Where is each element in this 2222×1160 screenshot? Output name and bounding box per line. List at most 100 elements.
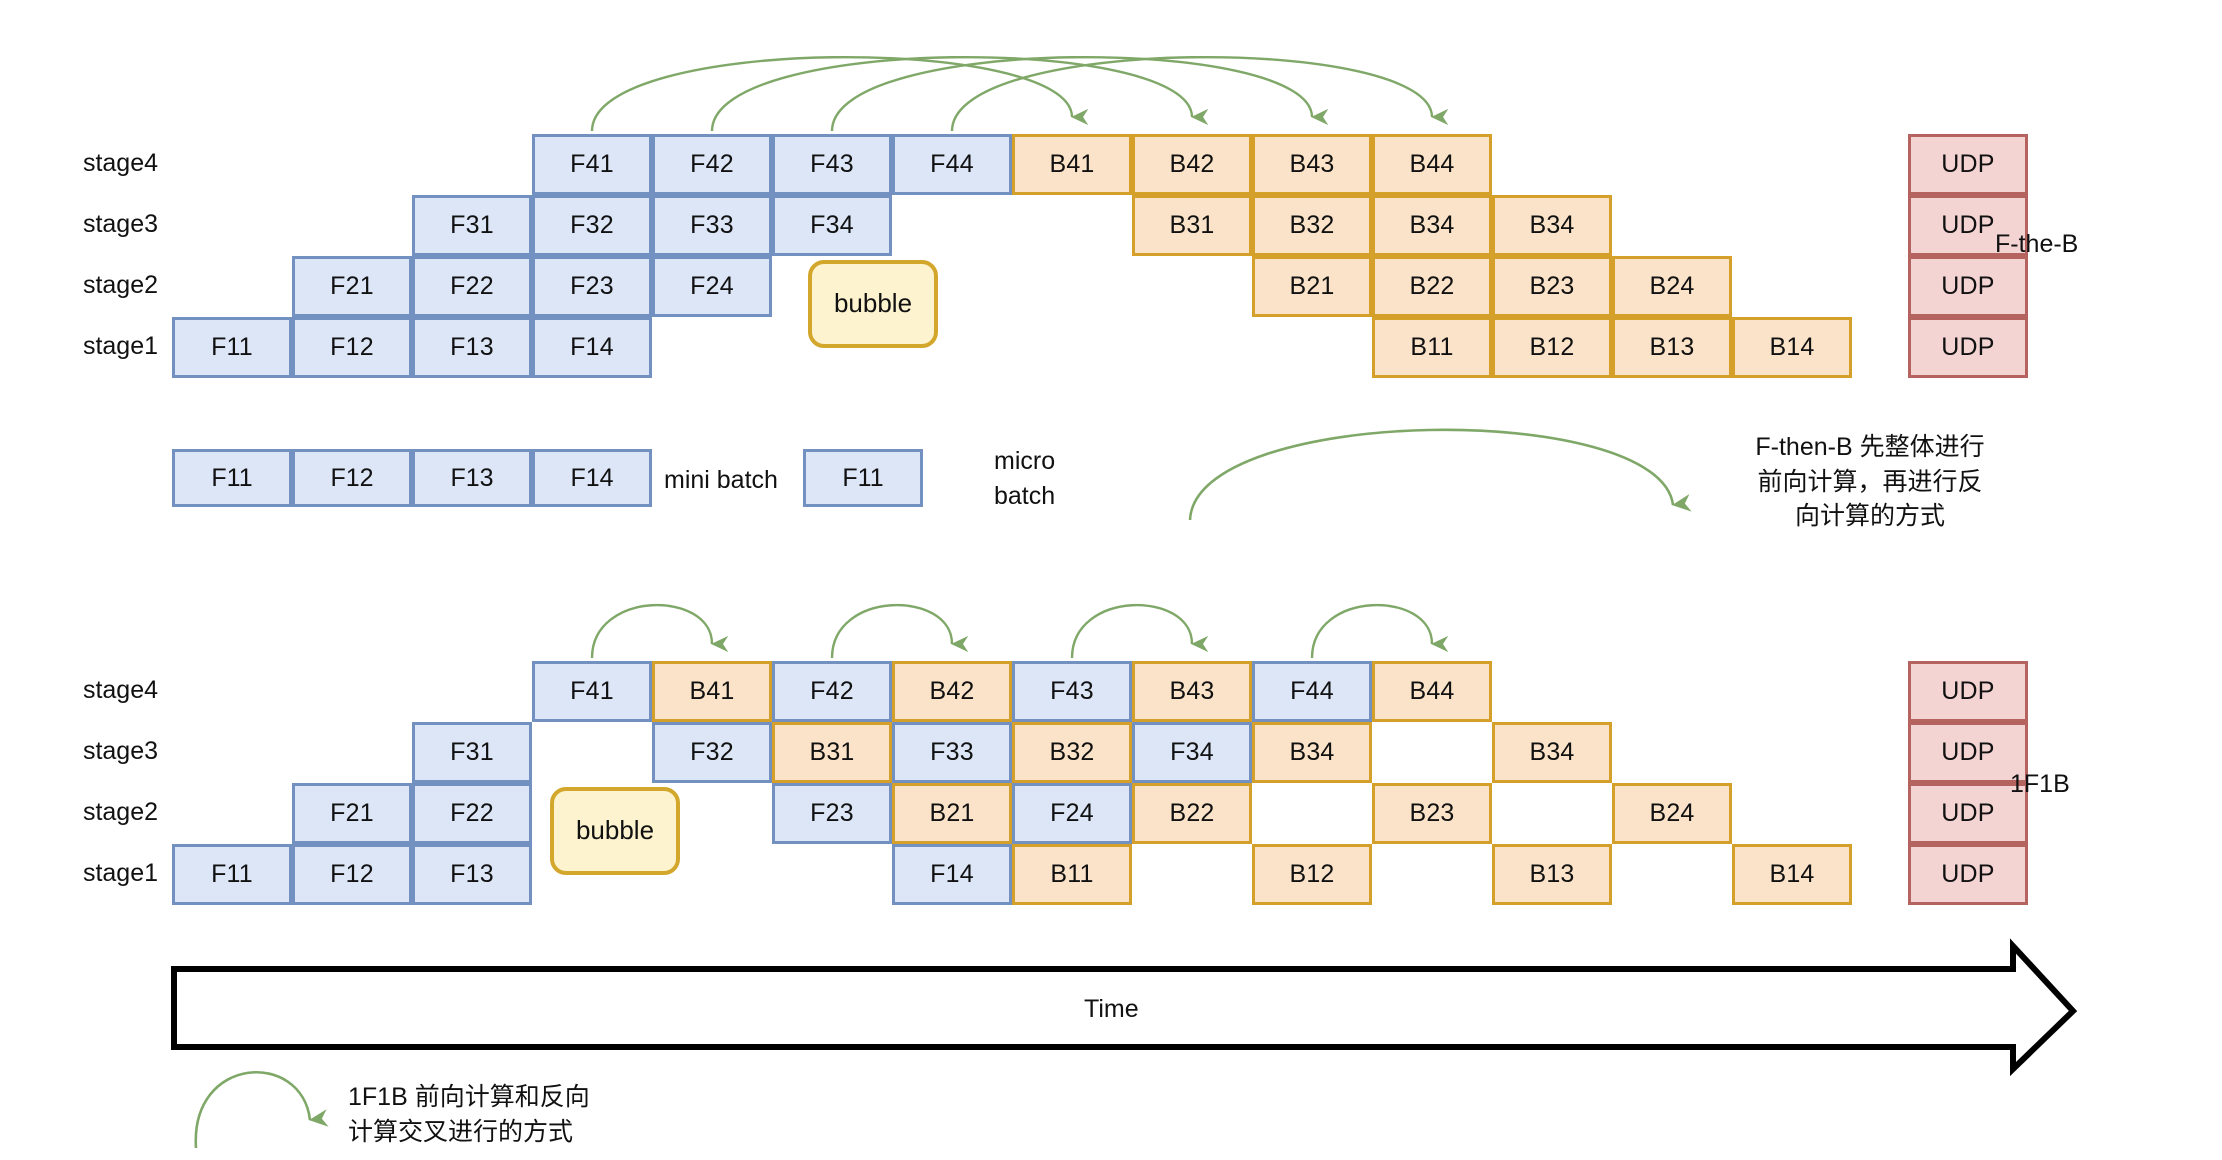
cell-label: F14 <box>570 463 614 492</box>
cell-label: B24 <box>1649 272 1695 300</box>
onefoneb-cell-b21: B21 <box>892 783 1012 844</box>
ftb-cell-f11: F11 <box>172 317 292 378</box>
cell-label: F34 <box>1170 738 1214 766</box>
cell-label: F24 <box>690 272 734 300</box>
cell-label: B34 <box>1529 211 1575 239</box>
ftb-cell-b14: B14 <box>1732 317 1852 378</box>
ftb-cell-f23: F23 <box>532 256 652 317</box>
onefoneb-udp-cell: UDP <box>1908 661 2028 722</box>
cell-label: B44 <box>1409 677 1455 705</box>
onefoneb-arc <box>830 604 969 659</box>
onefoneb-stage-label-stage1: stage1 <box>82 858 158 887</box>
micro-batch-label: micro batch <box>994 447 1056 510</box>
onefoneb-cell-b22: B22 <box>1132 783 1252 844</box>
ftb-cell-f22: F22 <box>412 256 532 317</box>
micro-batch-cell-label: F11 <box>842 463 884 492</box>
mini-batch-cell-f14: F14 <box>532 449 652 507</box>
onefoneb-cell-b32: B32 <box>1012 722 1132 783</box>
ftb-cell-f32: F32 <box>532 195 652 256</box>
cell-label: B23 <box>1529 272 1575 300</box>
ftb-cell-b42: B42 <box>1132 134 1252 195</box>
ftb-cell-b44: B44 <box>1372 134 1492 195</box>
cell-label: B14 <box>1769 333 1815 361</box>
ftb-cell-b11: B11 <box>1372 317 1492 378</box>
ftb-cell-f21: F21 <box>292 256 412 317</box>
cell-label: F33 <box>690 211 734 239</box>
cell-label: B34 <box>1409 211 1455 239</box>
cell-label: B22 <box>1409 272 1455 300</box>
ftb-cell-f43: F43 <box>772 134 892 195</box>
onefoneb-stage-label-stage2: stage2 <box>82 797 158 826</box>
ftb-cell-f42: F42 <box>652 134 772 195</box>
f-then-b-annotation-text: F-then-B 先整体进行 前向计算，再进行反 向计算的方式 <box>1755 433 1985 530</box>
udp-label: UDP <box>1941 677 1995 705</box>
ftb-stage-label-stage3: stage3 <box>82 209 158 238</box>
cell-label: F32 <box>690 738 734 766</box>
onefoneb-udp-cell: UDP <box>1908 722 2028 783</box>
ftb-cell-f12: F12 <box>292 317 412 378</box>
cell-label: F43 <box>1050 677 1094 705</box>
onefoneb-schedule-title: 1F1B <box>2010 770 2070 798</box>
mini-batch-cell-f11: F11 <box>172 449 292 507</box>
onefoneb-cell-f41: F41 <box>532 661 652 722</box>
ftb-cell-f44: F44 <box>892 134 1012 195</box>
onefoneb-cell-f44: F44 <box>1252 661 1372 722</box>
cell-label: F14 <box>570 333 614 361</box>
cell-label: F24 <box>1050 799 1094 827</box>
ftb-cell-b43: B43 <box>1252 134 1372 195</box>
onefoneb-cell-b41: B41 <box>652 661 772 722</box>
onefoneb-stage-label-stage3: stage3 <box>82 736 158 765</box>
micro-batch-cell: F11 <box>803 449 923 507</box>
onefoneb-cell-f12: F12 <box>292 844 412 905</box>
ftb-stage-label-stage4: stage4 <box>82 148 158 177</box>
cell-label: B42 <box>929 677 975 705</box>
ftb-cell-f13: F13 <box>412 317 532 378</box>
onefoneb-cell-b42: B42 <box>892 661 1012 722</box>
udp-label: UDP <box>1941 211 1995 239</box>
ftb-cell-f14: F14 <box>532 317 652 378</box>
cell-label: B24 <box>1649 799 1695 827</box>
onefoneb-cell-f11: F11 <box>172 844 292 905</box>
bubble-label: bubble <box>575 815 655 845</box>
ftb-arc <box>830 56 1329 132</box>
mini-batch-cell-f12: F12 <box>292 449 412 507</box>
cell-label: F31 <box>450 211 494 239</box>
onefoneb-arc <box>590 604 729 659</box>
cell-label: B14 <box>1769 860 1815 888</box>
cell-label: F14 <box>930 860 974 888</box>
cell-label: B44 <box>1409 150 1455 178</box>
cell-label: B13 <box>1529 860 1575 888</box>
cell-label: F23 <box>570 272 614 300</box>
ftb-cell-b41: B41 <box>1012 134 1132 195</box>
cell-label: B41 <box>689 677 735 705</box>
onefoneb-arc <box>1310 604 1449 659</box>
ftb-arc <box>710 56 1209 132</box>
onefoneb-dependency-arcs <box>590 604 1449 659</box>
ftb-udp-cell: UDP <box>1908 134 2028 195</box>
cell-label: F11 <box>211 463 253 492</box>
cell-label: F12 <box>330 463 374 492</box>
cell-label: F21 <box>330 799 374 827</box>
onefoneb-udp-cell: UDP <box>1908 783 2028 844</box>
cell-label: B43 <box>1289 150 1335 178</box>
ftb-arc <box>590 56 1089 132</box>
cell-label: B12 <box>1529 333 1575 361</box>
cell-label: F42 <box>690 150 734 178</box>
udp-label: UDP <box>1941 738 1995 766</box>
ftb-cell-b23: B23 <box>1492 256 1612 317</box>
ftb-dependency-arcs <box>590 56 1449 132</box>
ftb-cell-b12: B12 <box>1492 317 1612 378</box>
cell-label: B11 <box>1410 333 1454 361</box>
ftb-cell-f34: F34 <box>772 195 892 256</box>
cell-label: F22 <box>450 272 494 300</box>
cell-label: F32 <box>570 211 614 239</box>
ftb-cell-b24: B24 <box>1612 256 1732 317</box>
onefoneb-cell-f13: F13 <box>412 844 532 905</box>
udp-label: UDP <box>1941 272 1995 300</box>
onefoneb-stage-label-stage4: stage4 <box>82 675 158 704</box>
ftb-schedule-title: F-the-B <box>1995 230 2079 258</box>
onefoneb-cell-f43: F43 <box>1012 661 1132 722</box>
cell-label: B21 <box>929 799 975 827</box>
onefoneb-cell-b44: B44 <box>1372 661 1492 722</box>
